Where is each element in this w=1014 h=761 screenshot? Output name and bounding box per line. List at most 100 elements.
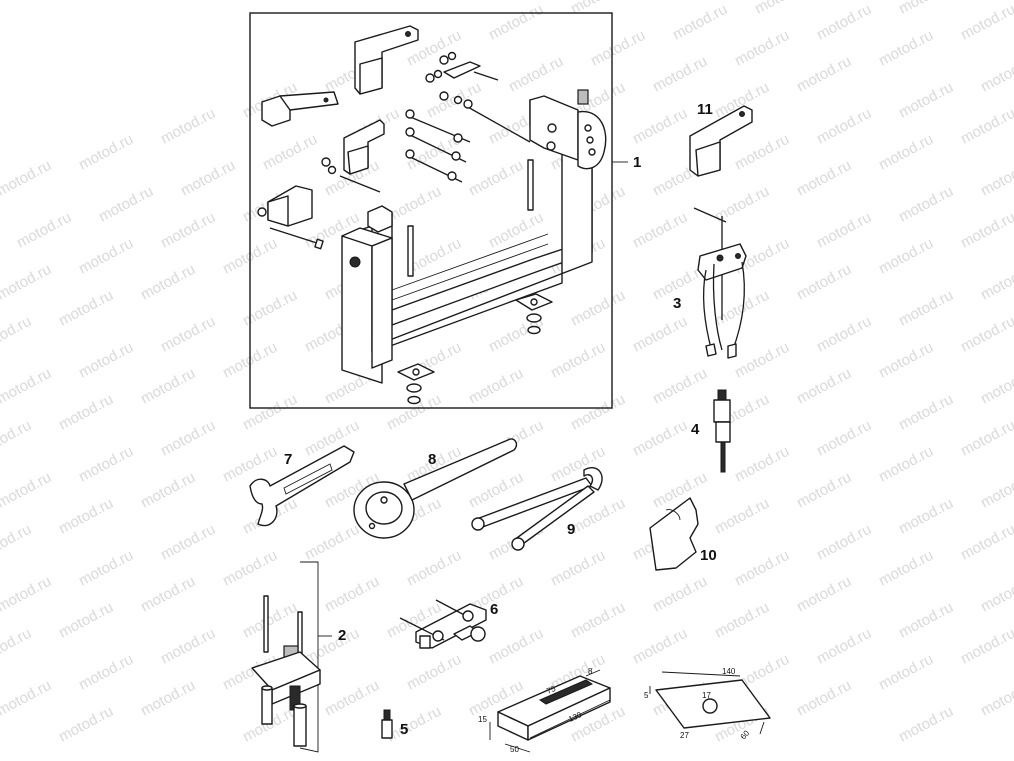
watermark-text: motod.ru: [506, 53, 566, 96]
watermark-text: motod.ru: [0, 261, 54, 304]
watermark-text: motod.ru: [548, 547, 608, 590]
watermark-text: motod.ru: [630, 417, 690, 460]
watermark-text: motod.ru: [0, 313, 34, 356]
watermark-text: motod.ru: [260, 131, 320, 174]
watermark-text: motod.ru: [548, 339, 608, 382]
part-4-extractor: [713, 389, 731, 473]
watermark-text: motod.ru: [958, 209, 1014, 252]
watermark-text: motod.ru: [302, 521, 362, 564]
watermark-text: motod.ru: [876, 651, 936, 694]
watermark-text: motod.ru: [732, 443, 792, 486]
dim-plate-17: 17: [702, 691, 711, 700]
watermark-text: motod.ru: [978, 573, 1014, 616]
watermark-text: motod.ru: [568, 287, 628, 330]
watermark-text: motod.ru: [220, 443, 280, 486]
watermark-text: motod.ru: [876, 131, 936, 174]
kit-box-frame: [249, 12, 613, 409]
watermark-text: motod.ru: [0, 625, 34, 668]
callout-11: 11: [697, 101, 713, 118]
part-3-puller: [693, 207, 747, 359]
watermark-text: motod.ru: [978, 53, 1014, 96]
watermark-text: motod.ru: [896, 183, 956, 226]
dim-block-15: 15: [478, 715, 487, 724]
watermark-text: motod.ru: [486, 625, 546, 668]
watermark-text: motod.ru: [138, 365, 198, 408]
watermark-text: motod.ru: [732, 131, 792, 174]
watermark-text: motod.ru: [814, 105, 874, 148]
watermark-text: motod.ru: [814, 209, 874, 252]
part-10-gauge-plate: [649, 497, 699, 571]
watermark-text: motod.ru: [138, 573, 198, 616]
watermark-text: motod.ru: [958, 625, 1014, 668]
watermark-text: motod.ru: [568, 599, 628, 642]
part-7-spanner: [249, 445, 355, 527]
watermark-text: motod.ru: [978, 469, 1014, 512]
watermark-text: motod.ru: [466, 365, 526, 408]
part-6-puller-bar: [399, 599, 487, 649]
watermark-text: motod.ru: [0, 573, 54, 616]
part-11-bracket: [689, 105, 753, 177]
watermark-text: motod.ru: [0, 469, 54, 512]
callout-labels: 1 11 3 4 7 8 9 10 2 6 5: [284, 101, 717, 738]
watermark-text: motod.ru: [138, 261, 198, 304]
support-block: [489, 669, 611, 753]
watermark-text: motod.ru: [138, 469, 198, 512]
callout-6: 6: [490, 601, 498, 618]
watermark-text: motod.ru: [876, 547, 936, 590]
callout-2: 2: [338, 627, 346, 644]
watermark-text: motod.ru: [896, 287, 956, 330]
watermark-text: motod.ru: [240, 599, 300, 642]
watermark-text: motod.ru: [568, 0, 628, 18]
watermark-text: motod.ru: [0, 677, 54, 720]
watermark-text: motod.ru: [404, 651, 464, 694]
watermark-text: motod.ru: [56, 495, 116, 538]
watermark-text: motod.ru: [158, 521, 218, 564]
callout-1: 1: [633, 154, 641, 171]
watermark-text: motod.ru: [794, 157, 854, 200]
watermark-text: motod.ru: [76, 235, 136, 278]
watermark-text: motod.ru: [794, 53, 854, 96]
watermark-text: motod.ru: [76, 443, 136, 486]
watermark-text: motod.ru: [630, 625, 690, 668]
watermark-text: motod.ru: [814, 1, 874, 44]
watermark-text: motod.ru: [76, 547, 136, 590]
watermark-text: motod.ru: [384, 703, 444, 746]
watermark-text: motod.ru: [958, 521, 1014, 564]
watermark-text: motod.ru: [978, 365, 1014, 408]
watermark-text: motod.ru: [794, 365, 854, 408]
dim-block-75: 75: [545, 684, 557, 696]
watermark-text: motod.ru: [56, 599, 116, 642]
watermark-text: motod.ru: [240, 287, 300, 330]
watermark-text: motod.ru: [896, 599, 956, 642]
watermark-text: motod.ru: [732, 27, 792, 70]
watermark-text: motod.ru: [568, 391, 628, 434]
watermark-text: motod.ru: [876, 235, 936, 278]
watermark-text: motod.ru: [56, 391, 116, 434]
watermark-text: motod.ru: [158, 625, 218, 668]
part-1-engine-stand-kit: [249, 12, 613, 409]
watermark-text: motod.ru: [978, 157, 1014, 200]
watermark-text: motod.ru: [978, 261, 1014, 304]
watermark-text: motod.ru: [404, 547, 464, 590]
watermark-text: motod.ru: [486, 1, 546, 44]
watermark-text: motod.ru: [670, 1, 730, 44]
callout-4: 4: [691, 421, 700, 438]
part-2-bracket-with-pins: [251, 561, 321, 753]
watermark-text: motod.ru: [650, 573, 710, 616]
watermark-text: motod.ru: [220, 547, 280, 590]
watermark-text: motod.ru: [0, 365, 54, 408]
watermark-text: motod.ru: [752, 0, 812, 18]
watermark-text: motod.ru: [178, 157, 238, 200]
callout-3: 3: [673, 295, 681, 312]
watermark-text: motod.ru: [712, 599, 772, 642]
watermark-text: motod.ru: [896, 79, 956, 122]
watermark-text: motod.ru: [794, 677, 854, 720]
watermark-text: motod.ru: [814, 521, 874, 564]
dim-plate-27: 27: [680, 731, 689, 740]
watermark-text: motod.ru: [76, 651, 136, 694]
watermark-text: motod.ru: [322, 677, 382, 720]
watermark-text: motod.ru: [76, 339, 136, 382]
watermark-text: motod.ru: [958, 1, 1014, 44]
